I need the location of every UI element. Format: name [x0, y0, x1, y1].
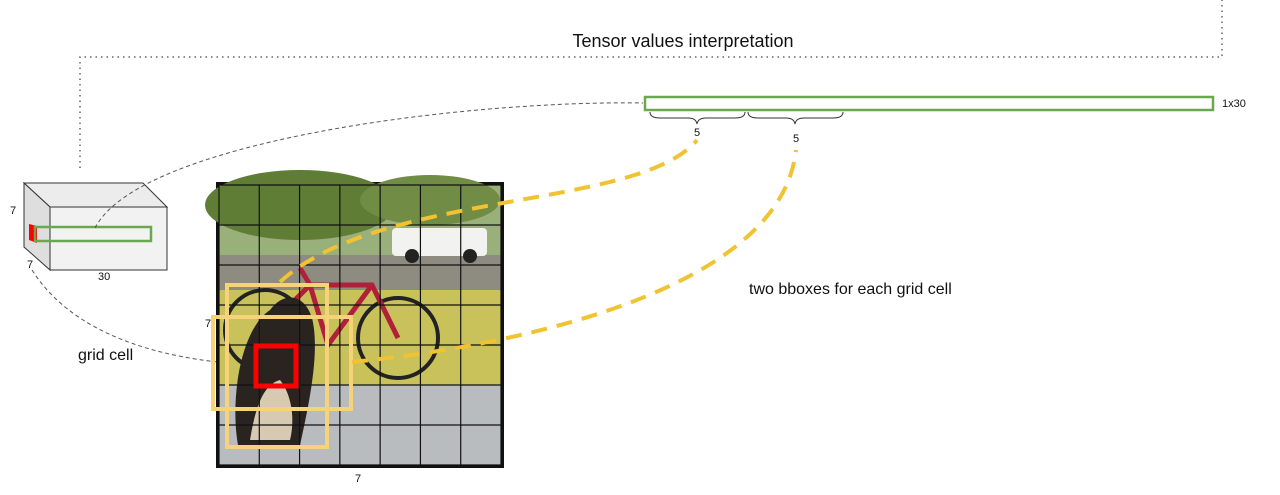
grid-cell-label: grid cell: [78, 347, 133, 364]
photo-truck-wheel-1: [405, 249, 419, 263]
bbox2-to-segment2-curve: [351, 149, 798, 364]
vector-size-label: 1x30: [1222, 98, 1246, 110]
photo-bottom-label: 7: [355, 473, 361, 485]
bbox-2: [211, 315, 353, 411]
photo-grid: [218, 184, 502, 466]
diagram-title: Tensor values interpretation: [572, 31, 793, 51]
tensor-width-label: 7: [27, 259, 33, 271]
tensor-height-label: 7: [10, 205, 16, 217]
highlighted-grid-cell: [253, 343, 299, 389]
bbox1-to-segment1-curve: [278, 138, 699, 284]
tensor-box: [22, 181, 169, 272]
photo-truck-wheel-2: [463, 249, 477, 263]
vector-brace-2: [747, 111, 844, 125]
vector-bar: [643, 95, 1215, 112]
dotted-frame-line: [79, 0, 1223, 168]
vector-segment2-label: 5: [793, 133, 799, 145]
photo-panel: [205, 170, 504, 468]
bbox-1: [225, 283, 329, 449]
photo-tree-canopy-2: [360, 175, 500, 225]
tensor-depth-label: 30: [98, 271, 110, 283]
tensor-vector-slice: [33, 225, 153, 243]
photo-truck: [392, 228, 487, 256]
vector-segment1-label: 5: [694, 127, 700, 139]
two-bboxes-label: two bboxes for each grid cell: [749, 281, 952, 298]
slice-to-vector-line: [94, 102, 644, 229]
photo-left-label: 7: [205, 318, 211, 330]
tensor-front-face: [49, 206, 168, 271]
vector-brace-1: [649, 111, 746, 125]
